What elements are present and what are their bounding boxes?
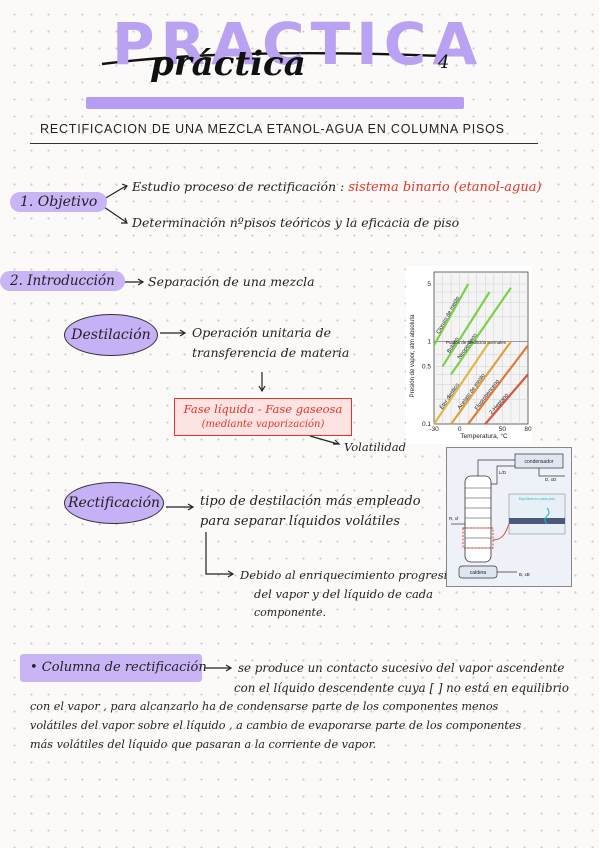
chart-xtick-label: 0 <box>458 426 462 433</box>
title-underline-bar <box>86 97 464 109</box>
introduccion-label: 2. Introducción <box>0 271 125 291</box>
objetivo-highlight: sistema binario (etanol-agua) <box>348 180 542 195</box>
chart-xtick-label: -30 <box>429 426 439 433</box>
destilacion-desc-line2: transferencia de materia <box>192 345 350 360</box>
columna-line2: con el líquido descendente cuya [ ] no e… <box>234 681 570 695</box>
columna-line3: con el vapor , para alcanzarlo ha de con… <box>30 700 499 713</box>
column-label-ld: L/D <box>499 470 507 475</box>
columna-line4: volátiles del vapor sobre el líquido , a… <box>30 719 522 732</box>
chart-xtick-label: 80 <box>524 426 532 433</box>
script-title: práctica <box>150 44 306 84</box>
column-label-d: D, xD <box>545 477 557 482</box>
practice-number: 4 <box>438 52 450 73</box>
destilacion-oval: Destilación <box>64 314 158 356</box>
plate-detail <box>508 493 566 535</box>
objetivo-line1: Estudio proceso de rectificación : siste… <box>132 179 542 195</box>
chart-series-line <box>484 373 529 425</box>
rectificacion-note-line2: del vapor y del líquido de cada <box>254 587 434 601</box>
columna-line5: más volátiles del líquido que pasaran a … <box>30 738 377 751</box>
chart-ytick-label: 0.5 <box>422 363 431 370</box>
introduccion-line: Separación de una mezcla <box>148 274 315 289</box>
chart-series-line <box>433 341 491 425</box>
objetivo-label: 1. Objetivo <box>10 192 108 212</box>
chart-xtick-label: 50 <box>499 426 507 433</box>
distillation-column-diagram: condensador caldera L/D D, xD R, xf B, x… <box>446 447 572 587</box>
chart-xlabel: Temperatura, °C <box>460 432 508 440</box>
column-body <box>464 475 492 563</box>
chart-annotation: Puntos de ebullición normales <box>446 340 507 345</box>
objetivo-line2: Determinación nºpisos teóricos y la efic… <box>132 215 460 230</box>
destilacion-label: Destilación <box>71 327 151 343</box>
chart-series-line <box>450 340 512 425</box>
plate-tray <box>509 518 565 524</box>
rectificacion-desc-line2: para separar líquidos volátiles <box>200 514 401 529</box>
objetivo-line1-prefix: Estudio proceso de rectificación : <box>132 179 345 194</box>
condenser-label: condensador <box>525 459 554 465</box>
rectificacion-note-line3: componente. <box>254 606 326 619</box>
columna-highlight <box>20 654 202 682</box>
chart-series-line <box>441 291 491 368</box>
destilacion-desc-line1: Operación unitaria de <box>192 325 331 340</box>
fase-box-line2: (mediante vaporización) <box>201 419 325 430</box>
chart-ytick-label: 1 <box>427 339 431 346</box>
chart-plot-area <box>433 271 529 425</box>
subtitle-underline <box>30 143 538 144</box>
chart-series-line <box>433 283 470 346</box>
highlighted-plate <box>462 527 494 549</box>
chart-ytick-label: 5 <box>427 281 431 288</box>
chart-series-line <box>467 344 529 425</box>
fase-box-line1: Fase líquida - Fase gaseosa <box>183 402 343 416</box>
columna-label: • Columna de rectificación <box>30 660 207 675</box>
rectificacion-label: Rectificación <box>67 495 161 511</box>
reboiler-label: caldera <box>470 570 487 576</box>
subtitle: RECTIFICACION DE UNA MEZCLA ETANOL-AGUA … <box>40 122 505 136</box>
rectificacion-oval: Rectificación <box>64 482 164 524</box>
rectificacion-desc-line1: tipo de destilación más empleado <box>200 494 421 509</box>
rectificacion-note-line1: Debido al enriquecimiento progresivo <box>240 568 461 582</box>
columna-line1: se produce un contacto sucesivo del vapo… <box>238 661 565 675</box>
title-swoosh <box>101 51 443 66</box>
page-title: PRACTICA <box>112 10 484 78</box>
column-label-f: R, xf <box>449 516 459 521</box>
chart-ytick-label: 0.1 <box>422 421 431 428</box>
column-label-equilibrio: Equilibrio en cada piso <box>519 497 555 501</box>
fase-box: Fase líquida - Fase gaseosa (mediante va… <box>174 398 352 436</box>
volatilidad-label: Volatilidad <box>344 440 406 454</box>
chart-series-line <box>450 287 512 376</box>
chart-ylabel: Presión de vapor, atm absoluta <box>410 314 416 397</box>
column-label-b: B, xB <box>519 572 530 577</box>
